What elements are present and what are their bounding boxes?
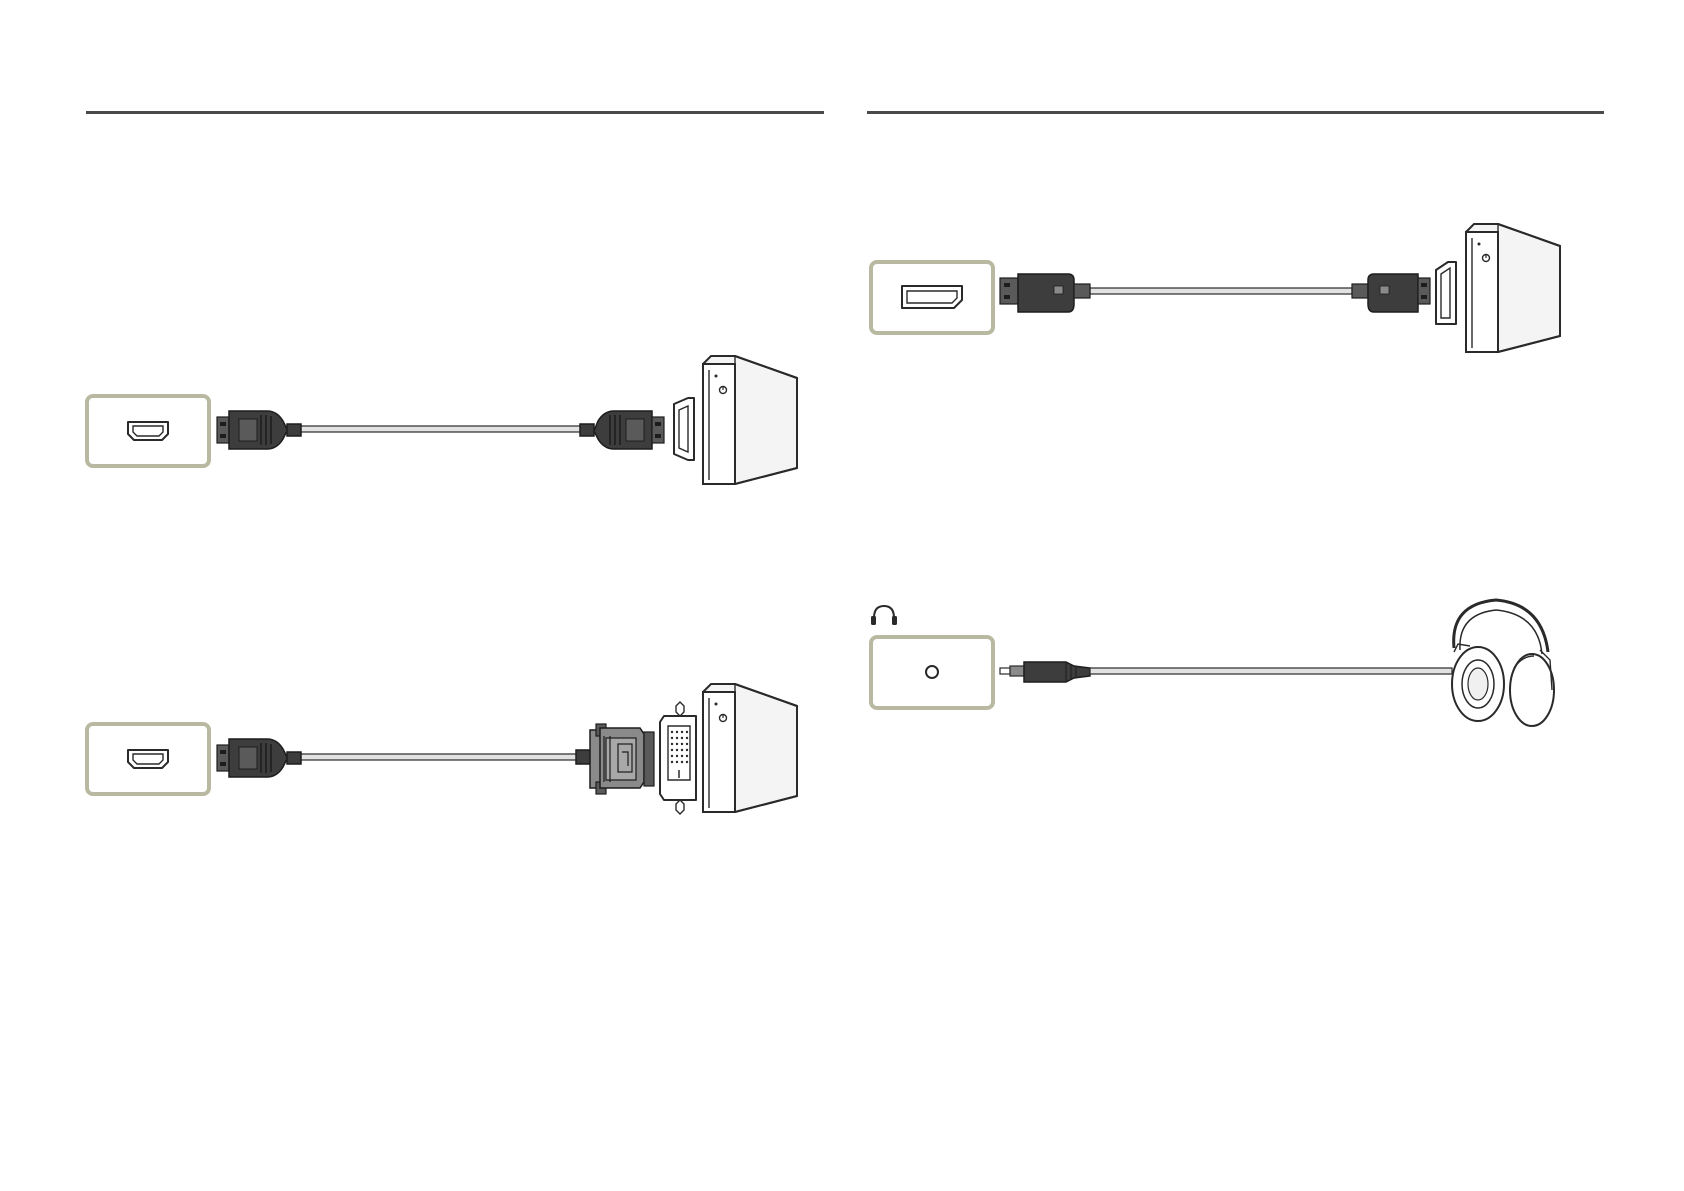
hdmi-to-hdmi-diagram xyxy=(87,356,797,484)
hdmi-plug-monitor-end xyxy=(217,411,301,449)
hdmi-plug-source-end xyxy=(580,411,664,449)
audio-plug xyxy=(1000,662,1090,682)
hdmi-to-dvi-diagram xyxy=(87,684,797,814)
monitor-displayport-box xyxy=(871,262,993,333)
displayport-plug-source-end xyxy=(1352,274,1430,312)
displayport-plug-monitor-end xyxy=(1000,274,1090,312)
headphone-cable xyxy=(1090,668,1452,674)
dvi-port-icon xyxy=(660,702,696,814)
headphones-icon xyxy=(1452,600,1554,726)
headphone-symbol-icon xyxy=(871,606,897,625)
displayport-cable xyxy=(1090,288,1352,294)
monitor-hdmi-port-box-2 xyxy=(87,724,209,794)
hdmi-plug-monitor-end-2 xyxy=(217,739,301,777)
monitor-hdmi-port-box xyxy=(87,396,209,466)
computer-icon xyxy=(1466,224,1560,352)
hdmi-cable xyxy=(300,426,582,432)
monitor-headphone-port-box xyxy=(871,637,993,708)
source-displayport-icon xyxy=(1436,262,1456,324)
source-hdmi-port-icon xyxy=(674,398,694,460)
dvi-plug-source-end xyxy=(576,724,654,794)
computer-icon xyxy=(703,356,797,484)
displayport-to-displayport-diagram xyxy=(871,224,1560,352)
headphone-diagram xyxy=(871,600,1554,726)
computer-icon xyxy=(703,684,797,812)
hdmi-dvi-cable xyxy=(300,754,582,760)
